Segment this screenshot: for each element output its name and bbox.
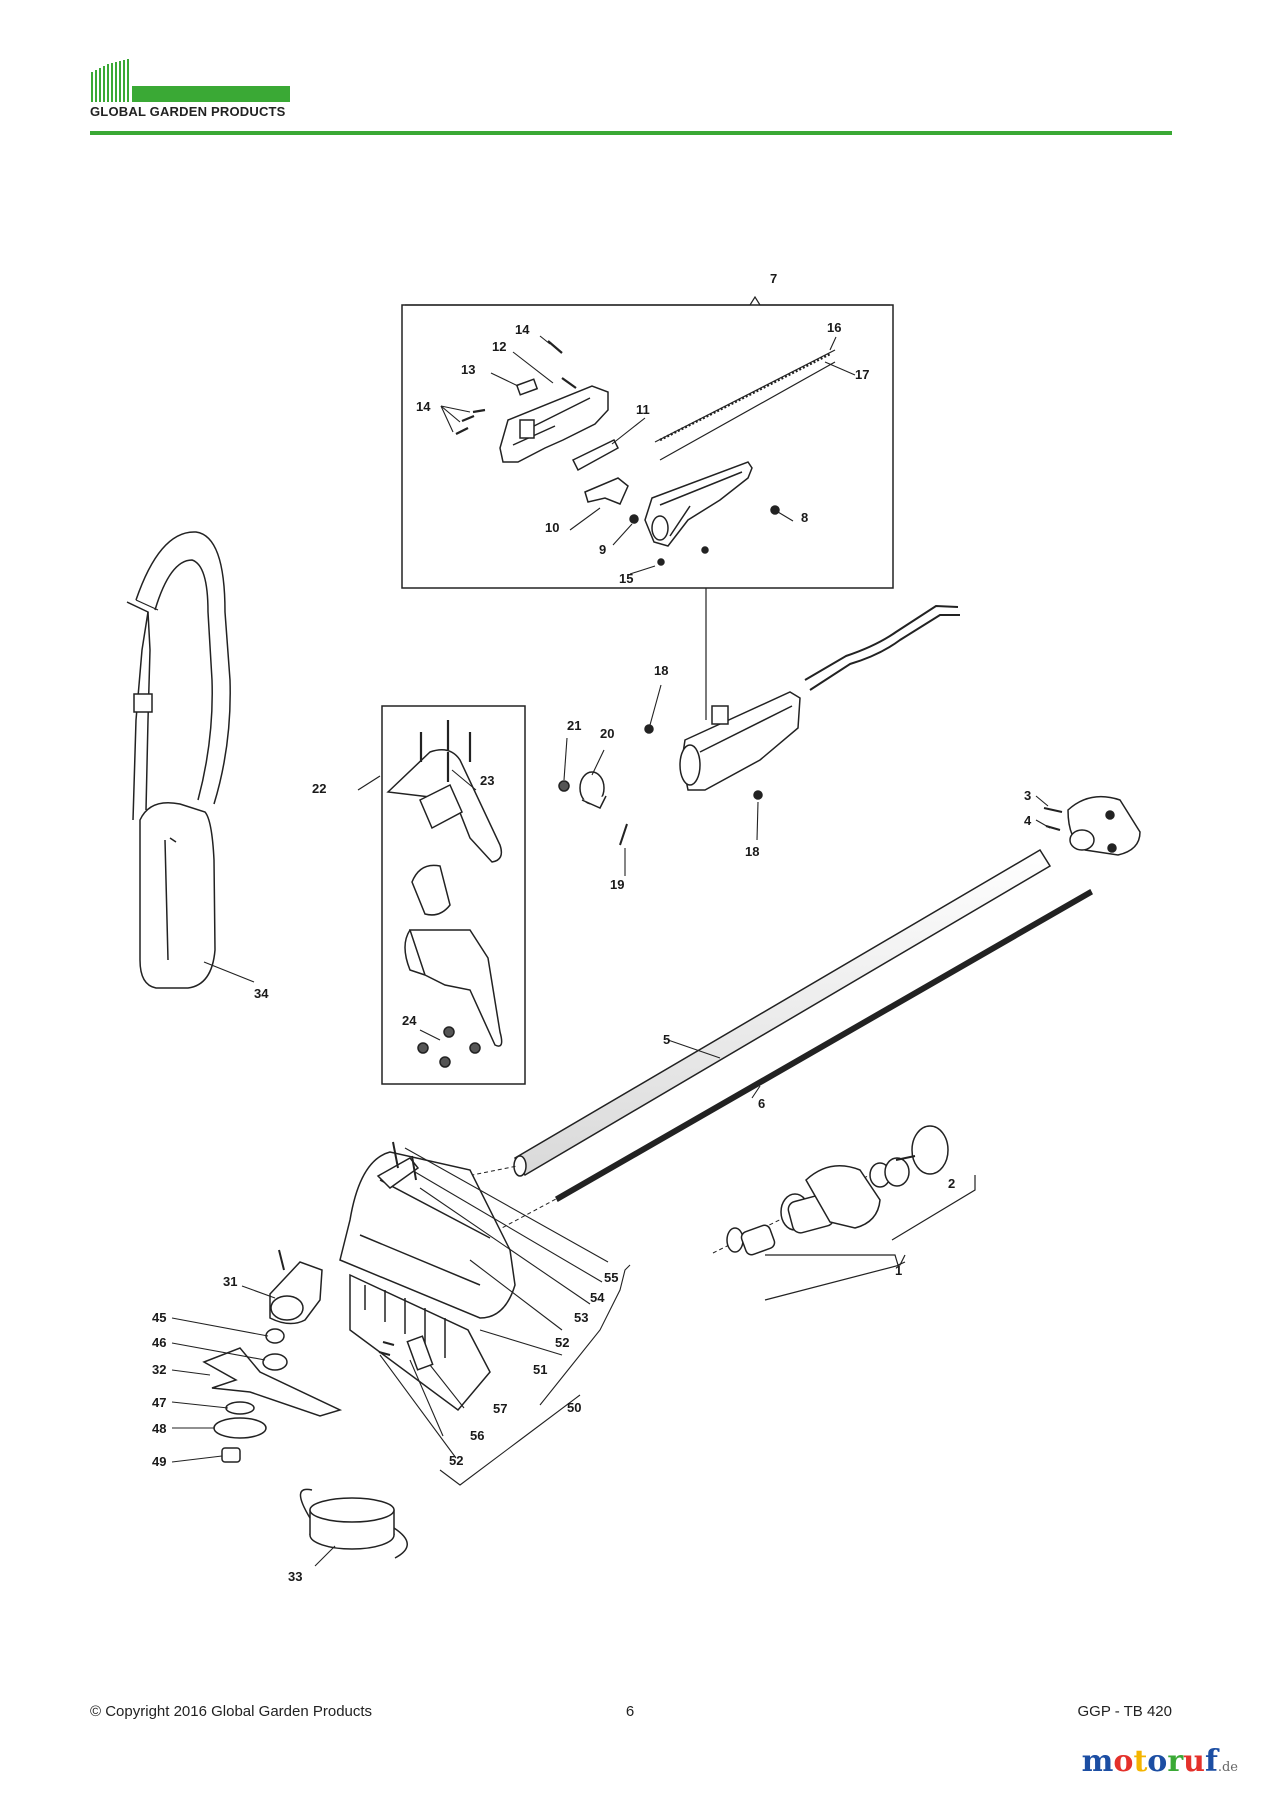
group-box-7 — [401, 304, 894, 589]
group-box-22 — [381, 705, 526, 1085]
blade-plate-56 — [406, 1335, 434, 1371]
nut-49 — [221, 1447, 241, 1463]
screws-14 — [455, 340, 577, 435]
callout-50: 50 — [567, 1400, 581, 1415]
callout-20: 20 — [600, 726, 614, 741]
callout-10: 10 — [545, 520, 559, 535]
bevel-gear-31 — [269, 1261, 323, 1325]
throttle-housing-right — [644, 461, 753, 547]
brand-name: GLOBAL GARDEN PRODUCTS — [90, 104, 286, 119]
callout-21: 21 — [567, 718, 581, 733]
watermark-logo: motoruf.de — [1081, 1744, 1238, 1779]
support-55 — [376, 1157, 420, 1189]
lever-11 — [571, 439, 619, 472]
callout-7: 7 — [770, 271, 777, 286]
callout-57: 57 — [493, 1401, 507, 1416]
callout-55: 55 — [604, 1270, 618, 1285]
trigger-10 — [584, 477, 629, 505]
callout-8: 8 — [801, 510, 808, 525]
flange-47 — [225, 1401, 255, 1415]
callout-13: 13 — [461, 362, 475, 377]
callout-23: 23 — [480, 773, 494, 788]
callout-17: 17 — [855, 367, 869, 382]
callout-18-top: 18 — [654, 663, 668, 678]
grip-13 — [515, 378, 539, 396]
callout-53: 53 — [574, 1310, 588, 1325]
control-handle-assembly — [644, 604, 960, 800]
callout-45: 45 — [152, 1310, 166, 1325]
callout-51: 51 — [533, 1362, 547, 1377]
callout-33: 33 — [288, 1569, 302, 1584]
washer-45 — [265, 1328, 285, 1344]
callout-18-bottom: 18 — [745, 844, 759, 859]
callout-9: 9 — [599, 542, 606, 557]
handle-parts-22 — [357, 720, 503, 1068]
callout-19: 19 — [610, 877, 624, 892]
callout-54: 54 — [590, 1290, 605, 1305]
callout-52-lower: 52 — [449, 1453, 463, 1468]
callout-3: 3 — [1024, 788, 1031, 803]
callout-47: 47 — [152, 1395, 166, 1410]
shaft-tube-5 — [513, 848, 1052, 1177]
callout-46: 46 — [152, 1335, 166, 1350]
gearbox-group-1 — [726, 1125, 976, 1301]
callout-24: 24 — [402, 1013, 417, 1028]
footer-page-number: 6 — [625, 1703, 635, 1720]
washer-46 — [262, 1353, 288, 1371]
blade-32 — [202, 1347, 343, 1417]
callout-52-upper: 52 — [555, 1335, 569, 1350]
footer-copyright: © Copyright 2016 Global Garden Products — [90, 1703, 373, 1720]
callout-4: 4 — [1024, 813, 1032, 828]
callout-6: 6 — [758, 1096, 765, 1111]
screw-19 — [619, 823, 628, 846]
bracket-7 — [405, 295, 890, 306]
flange-48 — [213, 1417, 267, 1439]
coupling-head — [1067, 795, 1141, 856]
callout-22: 22 — [312, 781, 326, 796]
callout-48: 48 — [152, 1421, 166, 1436]
header-rule — [90, 131, 1172, 135]
callout-32: 32 — [152, 1362, 166, 1377]
trimmer-head-33 — [299, 1488, 408, 1559]
drive-shaft-6 — [555, 888, 1093, 1203]
guard-51 — [339, 1151, 516, 1412]
callout-14-top: 14 — [515, 322, 530, 337]
callout-1: 1 — [895, 1263, 902, 1278]
footer-model: GGP - TB 420 — [1077, 1703, 1173, 1720]
callout-16: 16 — [827, 320, 841, 335]
callout-31: 31 — [223, 1274, 237, 1289]
callout-labels: 1 2 3 4 5 6 7 8 9 10 11 12 13 14 14 15 1… — [152, 271, 1032, 1584]
callout-2: 2 — [948, 1176, 955, 1191]
callout-15: 15 — [619, 571, 633, 586]
nut-21 — [558, 780, 570, 792]
brand-logo-mark — [91, 59, 290, 102]
callout-5: 5 — [663, 1032, 670, 1047]
callout-49: 49 — [152, 1454, 166, 1469]
callout-12: 12 — [492, 339, 506, 354]
shoulder-harness-34 — [126, 531, 255, 989]
callout-56: 56 — [470, 1428, 484, 1443]
callout-34: 34 — [254, 986, 269, 1001]
throttle-housing-left — [499, 385, 609, 463]
callout-11: 11 — [636, 402, 650, 417]
callout-14-left: 14 — [416, 399, 431, 414]
